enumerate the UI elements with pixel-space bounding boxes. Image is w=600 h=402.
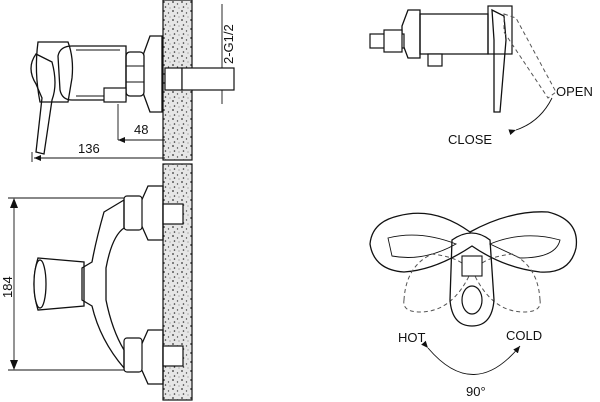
dim-184: 184	[0, 276, 15, 298]
label-angle: 90°	[466, 384, 486, 399]
label-hot: HOT	[398, 330, 426, 345]
label-open: OPEN	[556, 84, 593, 99]
label-close: CLOSE	[448, 132, 492, 147]
handle-center	[449, 232, 495, 327]
wall-pipe-socket	[164, 67, 183, 91]
handle-top-view	[369, 211, 578, 273]
hot-cold-view: HOT COLD 90°	[369, 211, 578, 399]
inlet-pipe	[181, 67, 235, 91]
cartridge-cap	[35, 41, 74, 103]
dim-48: 48	[134, 122, 148, 137]
lever-handle	[30, 53, 56, 155]
wall-flange	[141, 35, 163, 113]
label-cold: COLD	[506, 328, 542, 343]
side-view: 48 136 2-G1/2	[30, 0, 236, 162]
lever-closed	[491, 8, 507, 113]
front-view: 184	[0, 163, 193, 401]
open-close-view: OPEN CLOSE	[369, 5, 593, 147]
lever-open	[503, 13, 557, 99]
mixer-body-front	[81, 198, 125, 370]
union-nut	[125, 51, 145, 97]
mixer-body	[57, 45, 127, 101]
dim-136: 136	[78, 141, 100, 156]
thread-spec: 2-G1/2	[221, 24, 236, 64]
spout-outlet	[103, 87, 127, 103]
